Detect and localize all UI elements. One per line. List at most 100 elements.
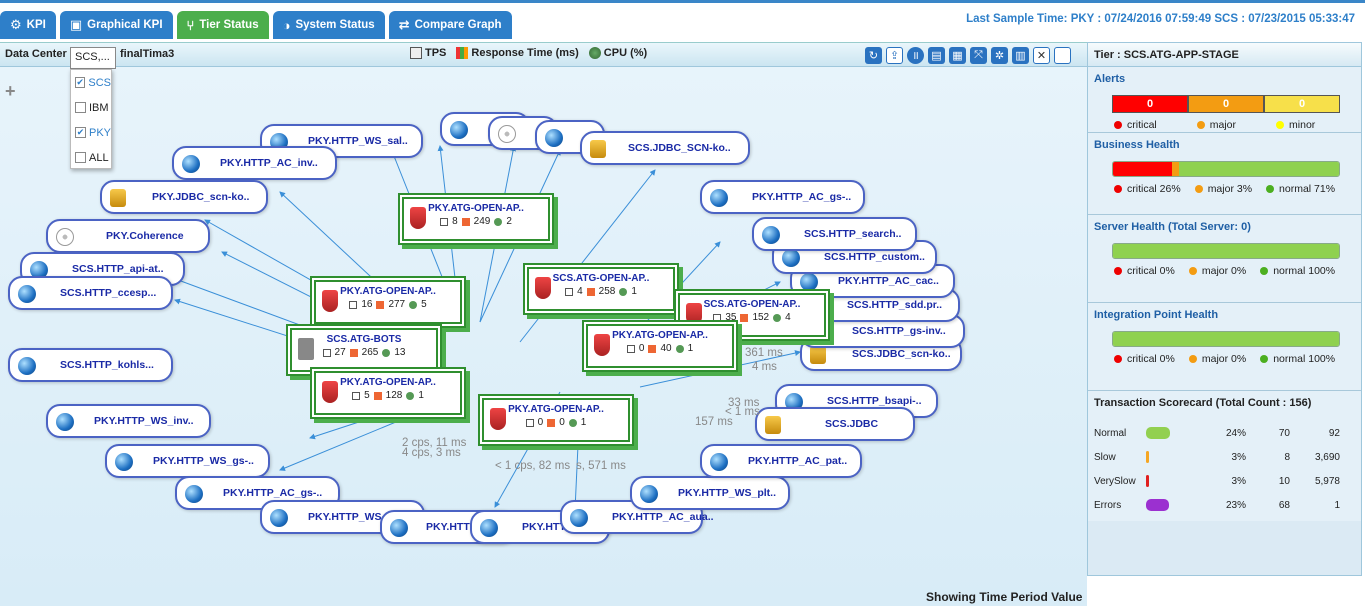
half-circle-icon: ◑ <box>282 17 291 33</box>
tab-tier-status[interactable]: ⑂Tier Status <box>176 11 269 39</box>
window-icon[interactable]: ▢ <box>1054 47 1071 64</box>
java-icon <box>686 303 702 325</box>
cpu-icon <box>588 47 601 60</box>
edge-label: 361 ms <box>745 347 783 359</box>
checkbox[interactable]: ✔ <box>75 77 86 88</box>
major-dot-icon <box>1194 185 1203 194</box>
table-icon[interactable]: ▥ <box>1012 47 1029 64</box>
legend-cpu: CPU (%) <box>588 47 647 60</box>
cpu-icon <box>494 217 503 226</box>
cpu-icon <box>382 348 391 357</box>
tps-icon <box>349 300 358 309</box>
graph-node[interactable]: PKY.Coherence <box>46 219 210 253</box>
datacenter-select[interactable]: SCS,... <box>70 47 116 69</box>
coherence-icon <box>498 125 516 143</box>
checkbox[interactable]: ✔ <box>75 127 86 138</box>
alerts-bar[interactable]: 0 0 0 <box>1112 95 1340 113</box>
checkbox[interactable] <box>75 102 86 113</box>
tab-kpi[interactable]: ⚙KPI <box>0 11 56 39</box>
critical-alert-count[interactable]: 0 <box>1112 95 1188 113</box>
fit-icon[interactable]: ⤧ <box>970 47 987 64</box>
tab-graphical-kpi[interactable]: ▣Graphical KPI <box>59 11 173 39</box>
graph-node[interactable]: SCS.HTTP_kohls... <box>8 348 173 382</box>
gear-icon: ⚙ <box>10 17 22 32</box>
graph-node[interactable]: PKY.HTTP_WS_inv.. <box>46 404 211 438</box>
tab-compare-graph[interactable]: ⇄Compare Graph <box>388 11 512 39</box>
globe-icon <box>782 249 800 267</box>
edge-label: 4 ms <box>752 361 777 373</box>
graph-node[interactable]: PKY.HTTP_AC_pat.. <box>700 444 862 478</box>
graph-node[interactable]: PKY.HTTP_AC_inv.. <box>172 146 337 180</box>
graph-node[interactable]: PKY.HTTP_WS_plt.. <box>630 476 790 510</box>
major-dot-icon <box>1188 267 1197 276</box>
tools-icon[interactable]: ✕ <box>1033 47 1050 64</box>
integration-normal-segment <box>1113 332 1339 346</box>
graph-node[interactable]: SCS.JDBC <box>755 407 915 441</box>
cpu-icon <box>619 287 628 296</box>
major-dot-icon <box>1196 121 1205 130</box>
server-health-section: Server Health (Total Server: 0) critical… <box>1088 215 1361 303</box>
business-critical-segment <box>1113 162 1172 176</box>
scorecard-row[interactable]: Errors 23% 68 1 <box>1094 499 1340 511</box>
globe-icon <box>270 509 288 527</box>
minor-alert-count[interactable]: 0 <box>1264 95 1340 113</box>
bar-chart-icon <box>547 418 556 427</box>
checkbox[interactable] <box>75 152 86 163</box>
integration-health-bar[interactable] <box>1112 331 1340 347</box>
globe-icon <box>545 129 563 147</box>
globe-icon <box>18 357 36 375</box>
cpu-icon <box>409 300 418 309</box>
refresh-icon[interactable]: ↻ <box>865 47 882 64</box>
save-icon[interactable]: ▤ <box>928 47 945 64</box>
minor-dot-icon <box>1276 121 1285 130</box>
graph-node[interactable]: PKY.HTTP_WS_gs-.. <box>105 444 270 478</box>
critical-dot-icon <box>1114 121 1122 130</box>
scorecard-bar <box>1146 475 1149 487</box>
tps-icon <box>440 217 449 226</box>
graph-node[interactable]: SCS.HTTP_ccesp... <box>8 276 173 310</box>
dropdown-option-scs[interactable]: ✔SCS <box>75 76 111 89</box>
expand-plus-icon[interactable]: + <box>5 81 16 101</box>
dropdown-option-ibm[interactable]: IBM <box>71 95 111 120</box>
graph-node[interactable]: SCS.HTTP_search.. <box>752 217 917 251</box>
bar-chart-icon <box>740 313 749 322</box>
datacenter-label: Data Center <box>5 48 67 60</box>
graph-node[interactable]: PKY.HTTP_AC_gs-.. <box>700 180 865 214</box>
tab-system-status[interactable]: ◑System Status <box>272 11 385 39</box>
major-alert-count[interactable]: 0 <box>1188 95 1264 113</box>
graph-node[interactable]: PKY.JDBC_scn-ko.. <box>100 180 268 214</box>
edge-label: 33 ms <box>728 397 760 409</box>
business-health-bar[interactable] <box>1112 161 1340 177</box>
dropdown-option-all[interactable]: ALL <box>71 145 111 170</box>
cpu-icon <box>568 418 577 427</box>
pause-icon[interactable]: ॥ <box>907 47 924 64</box>
export-icon[interactable]: ⇪ <box>886 47 903 64</box>
scorecard-row[interactable]: VerySlow 3% 10 5,978 <box>1094 475 1340 487</box>
dropdown-option-pky[interactable]: ✔PKY <box>75 126 111 139</box>
globe-icon <box>480 519 498 537</box>
scorecard-bar <box>1146 451 1149 463</box>
java-icon <box>322 381 338 403</box>
top-bar: ⚙KPI ▣Graphical KPI ⑂Tier Status ◑System… <box>0 0 1365 40</box>
server-health-bar[interactable] <box>1112 243 1340 259</box>
scorecard-row[interactable]: Normal 24% 70 92 <box>1094 427 1340 439</box>
scorecard-table: Normal 24% 70 92 Slow 3% 8 3,690 VerySlo… <box>1094 421 1355 517</box>
bar-chart-icon <box>456 47 469 60</box>
scorecard-row[interactable]: Slow 3% 8 3,690 <box>1094 451 1340 463</box>
tier-icon: ⑂ <box>186 17 195 33</box>
graph-node[interactable]: SCS.JDBC_SCN-ko.. <box>580 131 750 165</box>
globe-icon <box>185 485 203 503</box>
settings-icon[interactable]: ✲ <box>991 47 1008 64</box>
database-icon <box>110 189 126 207</box>
bar-chart-icon <box>373 391 382 400</box>
time-period-footer: Showing Time Period Value <box>926 590 1083 604</box>
layout-icon[interactable]: ▦ <box>949 47 966 64</box>
major-dot-icon <box>1188 355 1197 364</box>
